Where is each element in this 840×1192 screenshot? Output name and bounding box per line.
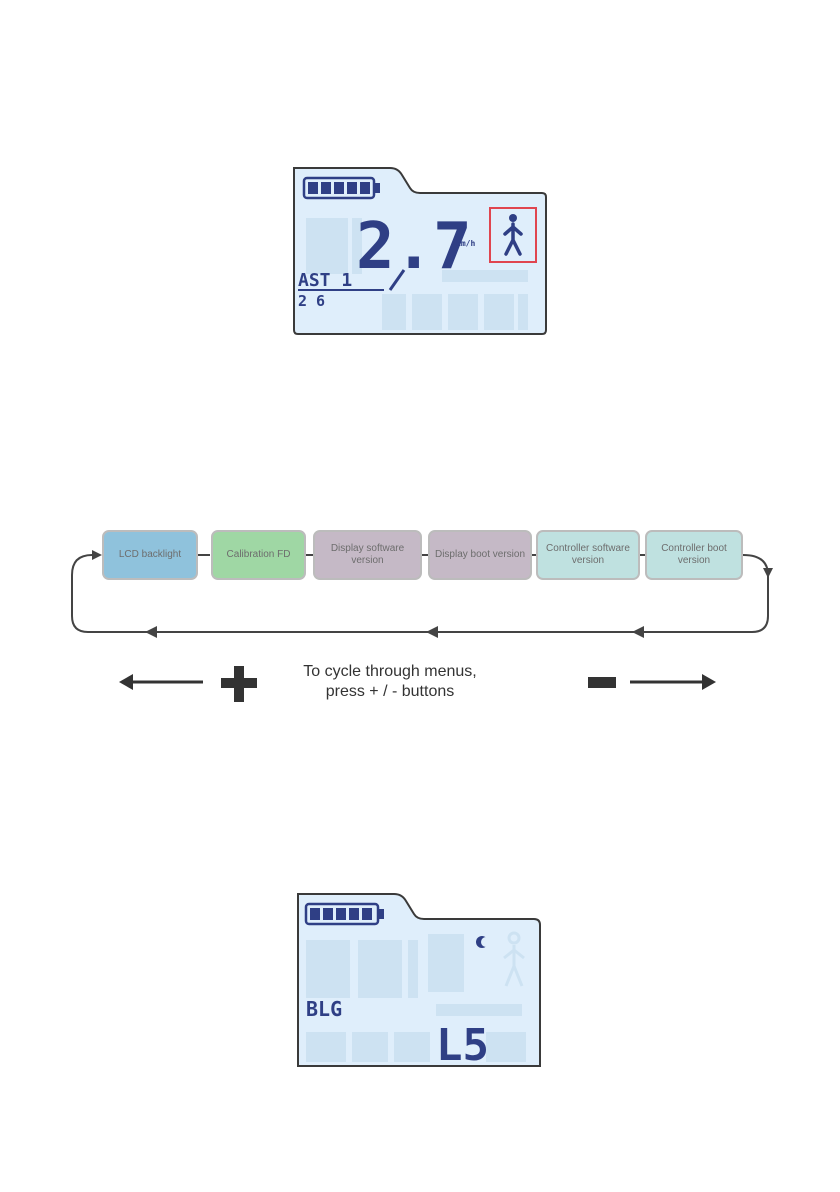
left-arrow-icon	[119, 674, 203, 690]
menu-item-label: Display boot version	[435, 549, 525, 561]
menu-item-label: Display software version	[318, 543, 417, 567]
right-arrow-icon	[630, 674, 716, 690]
menu-item-calibration-fd: Calibration FD	[211, 530, 306, 580]
plus-direction	[115, 664, 265, 704]
minus-direction	[586, 664, 726, 704]
instruction-line-2: press + / - buttons	[270, 682, 510, 702]
plus-icon	[221, 666, 257, 702]
assist-level: AST 1	[298, 270, 352, 291]
speed-unit: km/h	[456, 239, 475, 248]
menu-item-display-boot-version: Display boot version	[428, 530, 532, 580]
speed-value: 2.7	[356, 210, 472, 284]
backlight-menu-label: BLG	[306, 997, 342, 1021]
backlight-display: BLG L5	[296, 892, 556, 1068]
menu-item-label: Controller software version	[541, 543, 635, 567]
menu-item-lcd-backlight: LCD backlight	[102, 530, 198, 580]
menu-instructions: To cycle through menus, press + / - butt…	[270, 662, 510, 702]
menu-item-controller-boot-version: Controller boot version	[645, 530, 743, 580]
instruction-line-1: To cycle through menus,	[270, 662, 510, 682]
menu-item-controller-software-version: Controller software version	[536, 530, 640, 580]
backlight-level-value: L5	[436, 1020, 489, 1068]
minus-icon	[588, 677, 616, 688]
walk-mode-display: 2.7 km/h AST 1 2 6	[292, 166, 552, 342]
menu-item-display-software-version: Display software version	[313, 530, 422, 580]
menu-item-label: Calibration FD	[227, 549, 291, 561]
assist-sub-value: 2 6	[298, 292, 325, 310]
menu-item-label: Controller boot version	[650, 543, 738, 567]
menu-item-label: LCD backlight	[119, 549, 181, 561]
